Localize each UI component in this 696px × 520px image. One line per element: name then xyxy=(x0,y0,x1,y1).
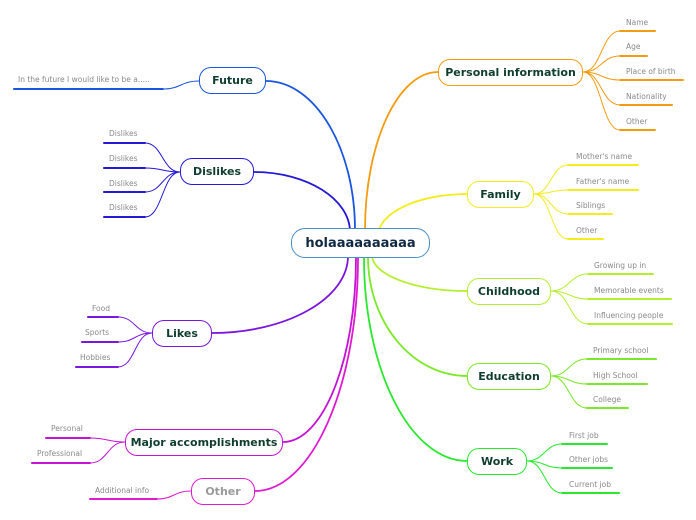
leaf-connector-family-0 xyxy=(533,164,569,195)
leaf-current-job[interactable]: Current job xyxy=(569,480,611,489)
leaf-family-other[interactable]: Other xyxy=(576,226,598,235)
leaf-connector-future-0 xyxy=(162,80,200,90)
branch-future[interactable]: Future xyxy=(199,67,266,94)
connector-work xyxy=(363,257,468,462)
branch-dislikes[interactable]: Dislikes xyxy=(180,158,254,185)
leaf-place-of-birth[interactable]: Place of birth xyxy=(626,67,676,76)
leaf-connector-education-2 xyxy=(550,375,588,409)
leaf-connector-likes-2 xyxy=(117,332,153,368)
leaf-connector-work-2 xyxy=(526,460,563,494)
branch-major-accomplishments[interactable]: Major accomplishments xyxy=(125,429,283,456)
branch-likes[interactable]: Likes xyxy=(152,320,212,347)
leaf-additional-info[interactable]: Additional info xyxy=(95,486,150,495)
leaf-first-job[interactable]: First job xyxy=(569,431,599,440)
leaf-food[interactable]: Food xyxy=(92,304,110,313)
leaf-high-school[interactable]: High School xyxy=(593,371,638,380)
leaf-connector-accomplishments-0 xyxy=(89,437,126,443)
leaf-connector-personal-0 xyxy=(582,30,621,73)
leaf-memorable-events[interactable]: Memorable events xyxy=(594,286,664,295)
leaf-personal-other[interactable]: Other xyxy=(626,117,648,126)
branch-family[interactable]: Family xyxy=(467,181,534,208)
leaf-fathers-name[interactable]: Father's name xyxy=(576,177,630,186)
connector-dislikes xyxy=(253,171,351,233)
central-topic[interactable]: holaaaaaaaaaa xyxy=(291,228,430,258)
leaf-connector-work-0 xyxy=(526,443,563,462)
connector-education xyxy=(367,256,468,377)
leaf-connector-family-3 xyxy=(533,193,569,240)
leaf-connector-dislikes-1 xyxy=(144,167,181,173)
leaf-sports[interactable]: Sports xyxy=(85,328,110,337)
leaf-name[interactable]: Name xyxy=(626,18,649,27)
leaf-age[interactable]: Age xyxy=(626,42,641,51)
leaf-connector-other-0 xyxy=(156,490,192,500)
branch-education[interactable]: Education xyxy=(467,363,551,390)
connector-likes xyxy=(211,255,349,334)
leaf-other-jobs[interactable]: Other jobs xyxy=(569,455,609,464)
leaf-influencing-people[interactable]: Influencing people xyxy=(594,311,664,320)
connector-accomplishments xyxy=(282,257,357,443)
leaf-connector-family-2 xyxy=(533,193,569,215)
leaf-connector-personal-4 xyxy=(582,71,621,131)
leaf-dislikes-1[interactable]: Dislikes xyxy=(109,129,138,138)
leaf-hobbies[interactable]: Hobbies xyxy=(80,353,111,362)
leaf-connector-personal-1 xyxy=(582,55,621,73)
leaf-personal[interactable]: Personal xyxy=(51,424,83,433)
branch-personal-information[interactable]: Personal information xyxy=(438,59,583,86)
leaf-mothers-name[interactable]: Mother's name xyxy=(576,152,633,161)
leaf-growing-up-in[interactable]: Growing up in xyxy=(594,261,647,270)
leaf-dislikes-2[interactable]: Dislikes xyxy=(109,154,138,163)
branch-work[interactable]: Work xyxy=(467,448,527,475)
connector-personal xyxy=(364,71,439,231)
leaf-professional[interactable]: Professional xyxy=(37,449,83,458)
branch-childhood[interactable]: Childhood xyxy=(467,278,551,305)
connector-other xyxy=(254,257,359,492)
leaf-connector-likes-0 xyxy=(117,316,153,334)
leaf-dislikes-3[interactable]: Dislikes xyxy=(109,179,138,188)
leaf-college[interactable]: College xyxy=(593,395,621,404)
leaf-connector-family-1 xyxy=(533,189,569,195)
branch-other[interactable]: Other xyxy=(191,478,255,505)
connector-childhood xyxy=(371,254,468,292)
leaf-siblings[interactable]: Siblings xyxy=(576,201,606,210)
leaf-dislikes-4[interactable]: Dislikes xyxy=(109,203,138,212)
leaf-connector-childhood-0 xyxy=(550,273,589,292)
leaf-connector-childhood-2 xyxy=(550,290,589,325)
leaf-connector-accomplishments-1 xyxy=(89,441,126,464)
leaf-connector-education-0 xyxy=(550,358,588,377)
leaf-connector-dislikes-2 xyxy=(144,171,181,193)
leaf-connector-dislikes-0 xyxy=(144,142,181,173)
leaf-connector-dislikes-3 xyxy=(144,171,181,218)
leaf-future-goal[interactable]: In the future I would like to be a..... xyxy=(18,75,150,84)
connector-future xyxy=(265,80,356,231)
leaf-primary-school[interactable]: Primary school xyxy=(593,346,649,355)
leaf-nationality[interactable]: Nationality xyxy=(626,92,667,101)
